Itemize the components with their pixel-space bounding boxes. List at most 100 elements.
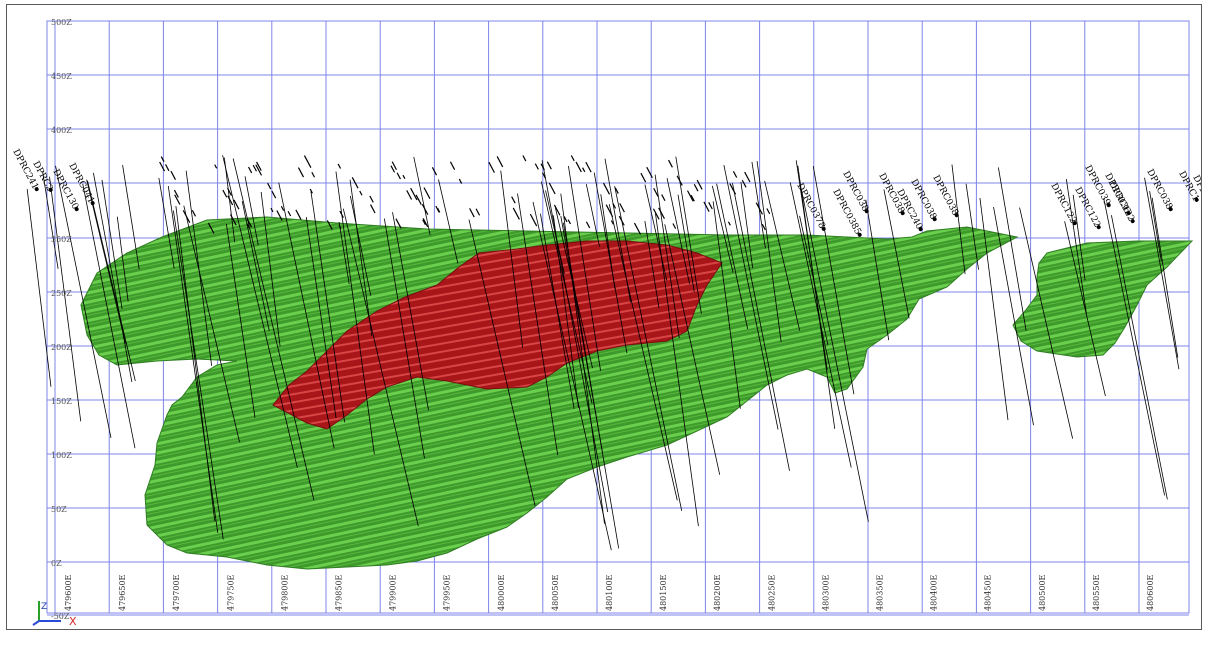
drillhole-trace[interactable]: [101, 179, 123, 310]
drillhole-trace[interactable]: [172, 210, 224, 540]
drillhole-trace[interactable]: [732, 183, 790, 471]
drillhole-trace[interactable]: [232, 158, 315, 501]
drillhole-trace[interactable]: [712, 201, 741, 409]
drillhole-trace[interactable]: [116, 216, 129, 302]
drillhole-trace[interactable]: [562, 222, 620, 549]
drillhole-trace[interactable]: [167, 186, 219, 533]
drillhole-trace[interactable]: [764, 180, 801, 331]
drillhole-trace[interactable]: [585, 183, 600, 247]
drillhole-trace[interactable]: [82, 183, 136, 449]
drillhole-trace[interactable]: [655, 213, 699, 527]
drillhole-trace[interactable]: [86, 179, 126, 344]
drillholes[interactable]: [26, 155, 1180, 551]
drillhole-trace[interactable]: [666, 178, 691, 285]
drillhole-trace[interactable]: [756, 160, 782, 343]
drillhole-trace[interactable]: [593, 172, 628, 354]
drillhole-collar: [821, 226, 826, 231]
drillhole-trace[interactable]: [278, 182, 335, 449]
drillhole-trace[interactable]: [349, 179, 373, 337]
drillhole-trace[interactable]: [260, 191, 281, 347]
drillhole-trace[interactable]: [664, 224, 721, 475]
drillhole-trace[interactable]: [241, 200, 270, 331]
drillhole-trace[interactable]: [383, 218, 425, 459]
drillhole-trace[interactable]: [175, 205, 216, 522]
drillhole-trace[interactable]: [1111, 215, 1168, 500]
drillhole-trace[interactable]: [183, 205, 240, 443]
drillhole-trace[interactable]: [560, 193, 605, 524]
drillhole-trace[interactable]: [438, 179, 459, 264]
drillhole-collar-mark: [295, 209, 302, 220]
drillhole-trace[interactable]: [413, 156, 431, 236]
drillhole-trace[interactable]: [158, 177, 175, 269]
drillhole-trace[interactable]: [1064, 221, 1106, 397]
drillhole-trace[interactable]: [801, 189, 869, 522]
drillhole-trace[interactable]: [1149, 190, 1162, 262]
drillhole-trace[interactable]: [979, 197, 1009, 421]
drillhole-trace[interactable]: [644, 184, 668, 281]
drillhole-collar-mark: [309, 188, 313, 194]
drillhole-trace[interactable]: [93, 172, 133, 383]
drillhole-trace[interactable]: [392, 212, 429, 411]
drillhole-trace[interactable]: [644, 220, 660, 308]
drillhole-trace[interactable]: [789, 182, 852, 468]
drillhole-trace[interactable]: [797, 165, 836, 429]
drillhole-trace[interactable]: [532, 201, 612, 551]
drillhole-trace[interactable]: [468, 219, 536, 506]
drillhole-trace[interactable]: [49, 176, 82, 422]
drillhole-trace[interactable]: [675, 156, 702, 314]
drillhole-trace[interactable]: [711, 185, 734, 273]
drillhole-trace[interactable]: [553, 215, 579, 408]
drillhole-trace[interactable]: [87, 180, 136, 381]
drillhole-trace[interactable]: [1103, 198, 1165, 496]
drillhole-trace[interactable]: [997, 167, 1027, 331]
drillhole-trace[interactable]: [1151, 197, 1179, 358]
drillhole-trace[interactable]: [305, 216, 337, 419]
drillhole-trace[interactable]: [812, 165, 855, 395]
waste-body-main[interactable]: [80, 216, 1019, 570]
drillhole-trace[interactable]: [342, 208, 419, 527]
drillhole-trace[interactable]: [716, 183, 749, 330]
drillhole-trace[interactable]: [614, 185, 683, 511]
drillhole-trace[interactable]: [723, 164, 779, 430]
drillhole-trace[interactable]: [568, 165, 601, 371]
drillhole-trace[interactable]: [677, 194, 695, 292]
waste-domain[interactable]: [80, 216, 1194, 570]
drillhole-trace[interactable]: [42, 172, 59, 269]
drillhole-trace[interactable]: [965, 183, 979, 270]
drillhole-trace[interactable]: [654, 174, 680, 339]
drillhole-trace[interactable]: [26, 189, 52, 387]
drillhole-trace[interactable]: [883, 189, 910, 319]
drillhole-trace[interactable]: [1065, 179, 1087, 314]
drillhole-trace[interactable]: [349, 195, 372, 296]
drillhole-trace[interactable]: [1144, 177, 1180, 370]
drillhole-trace[interactable]: [740, 181, 754, 269]
ore-body[interactable]: [272, 240, 723, 430]
drillhole-trace[interactable]: [545, 190, 565, 275]
drillhole-trace[interactable]: [951, 164, 966, 274]
drillhole-trace[interactable]: [751, 161, 766, 249]
drillhole-trace[interactable]: [865, 199, 890, 341]
drillhole-trace[interactable]: [554, 206, 593, 369]
drillhole-trace[interactable]: [338, 221, 350, 285]
drillhole-collar-mark: [191, 210, 197, 217]
drillhole-trace[interactable]: [1019, 207, 1074, 439]
drillhole-trace[interactable]: [500, 170, 524, 348]
drillhole-trace[interactable]: [993, 206, 1034, 426]
drillhole-trace[interactable]: [55, 165, 112, 439]
waste-body-east[interactable]: [1012, 240, 1194, 358]
drillhole-trace[interactable]: [1072, 194, 1086, 281]
ore-domain[interactable]: [272, 240, 723, 430]
drillhole-collar-mark: [351, 177, 359, 189]
drillhole-trace[interactable]: [225, 223, 256, 418]
drillhole-trace[interactable]: [335, 171, 375, 455]
drillhole-collar-mark: [686, 190, 694, 202]
drillhole-trace[interactable]: [310, 191, 346, 423]
drillhole-trace[interactable]: [244, 176, 259, 246]
drillhole-trace[interactable]: [517, 193, 559, 456]
drillhole-trace[interactable]: [122, 165, 140, 270]
drillhole-trace[interactable]: [541, 160, 609, 513]
drillhole-trace[interactable]: [222, 155, 298, 468]
drillhole-trace[interactable]: [608, 204, 678, 501]
